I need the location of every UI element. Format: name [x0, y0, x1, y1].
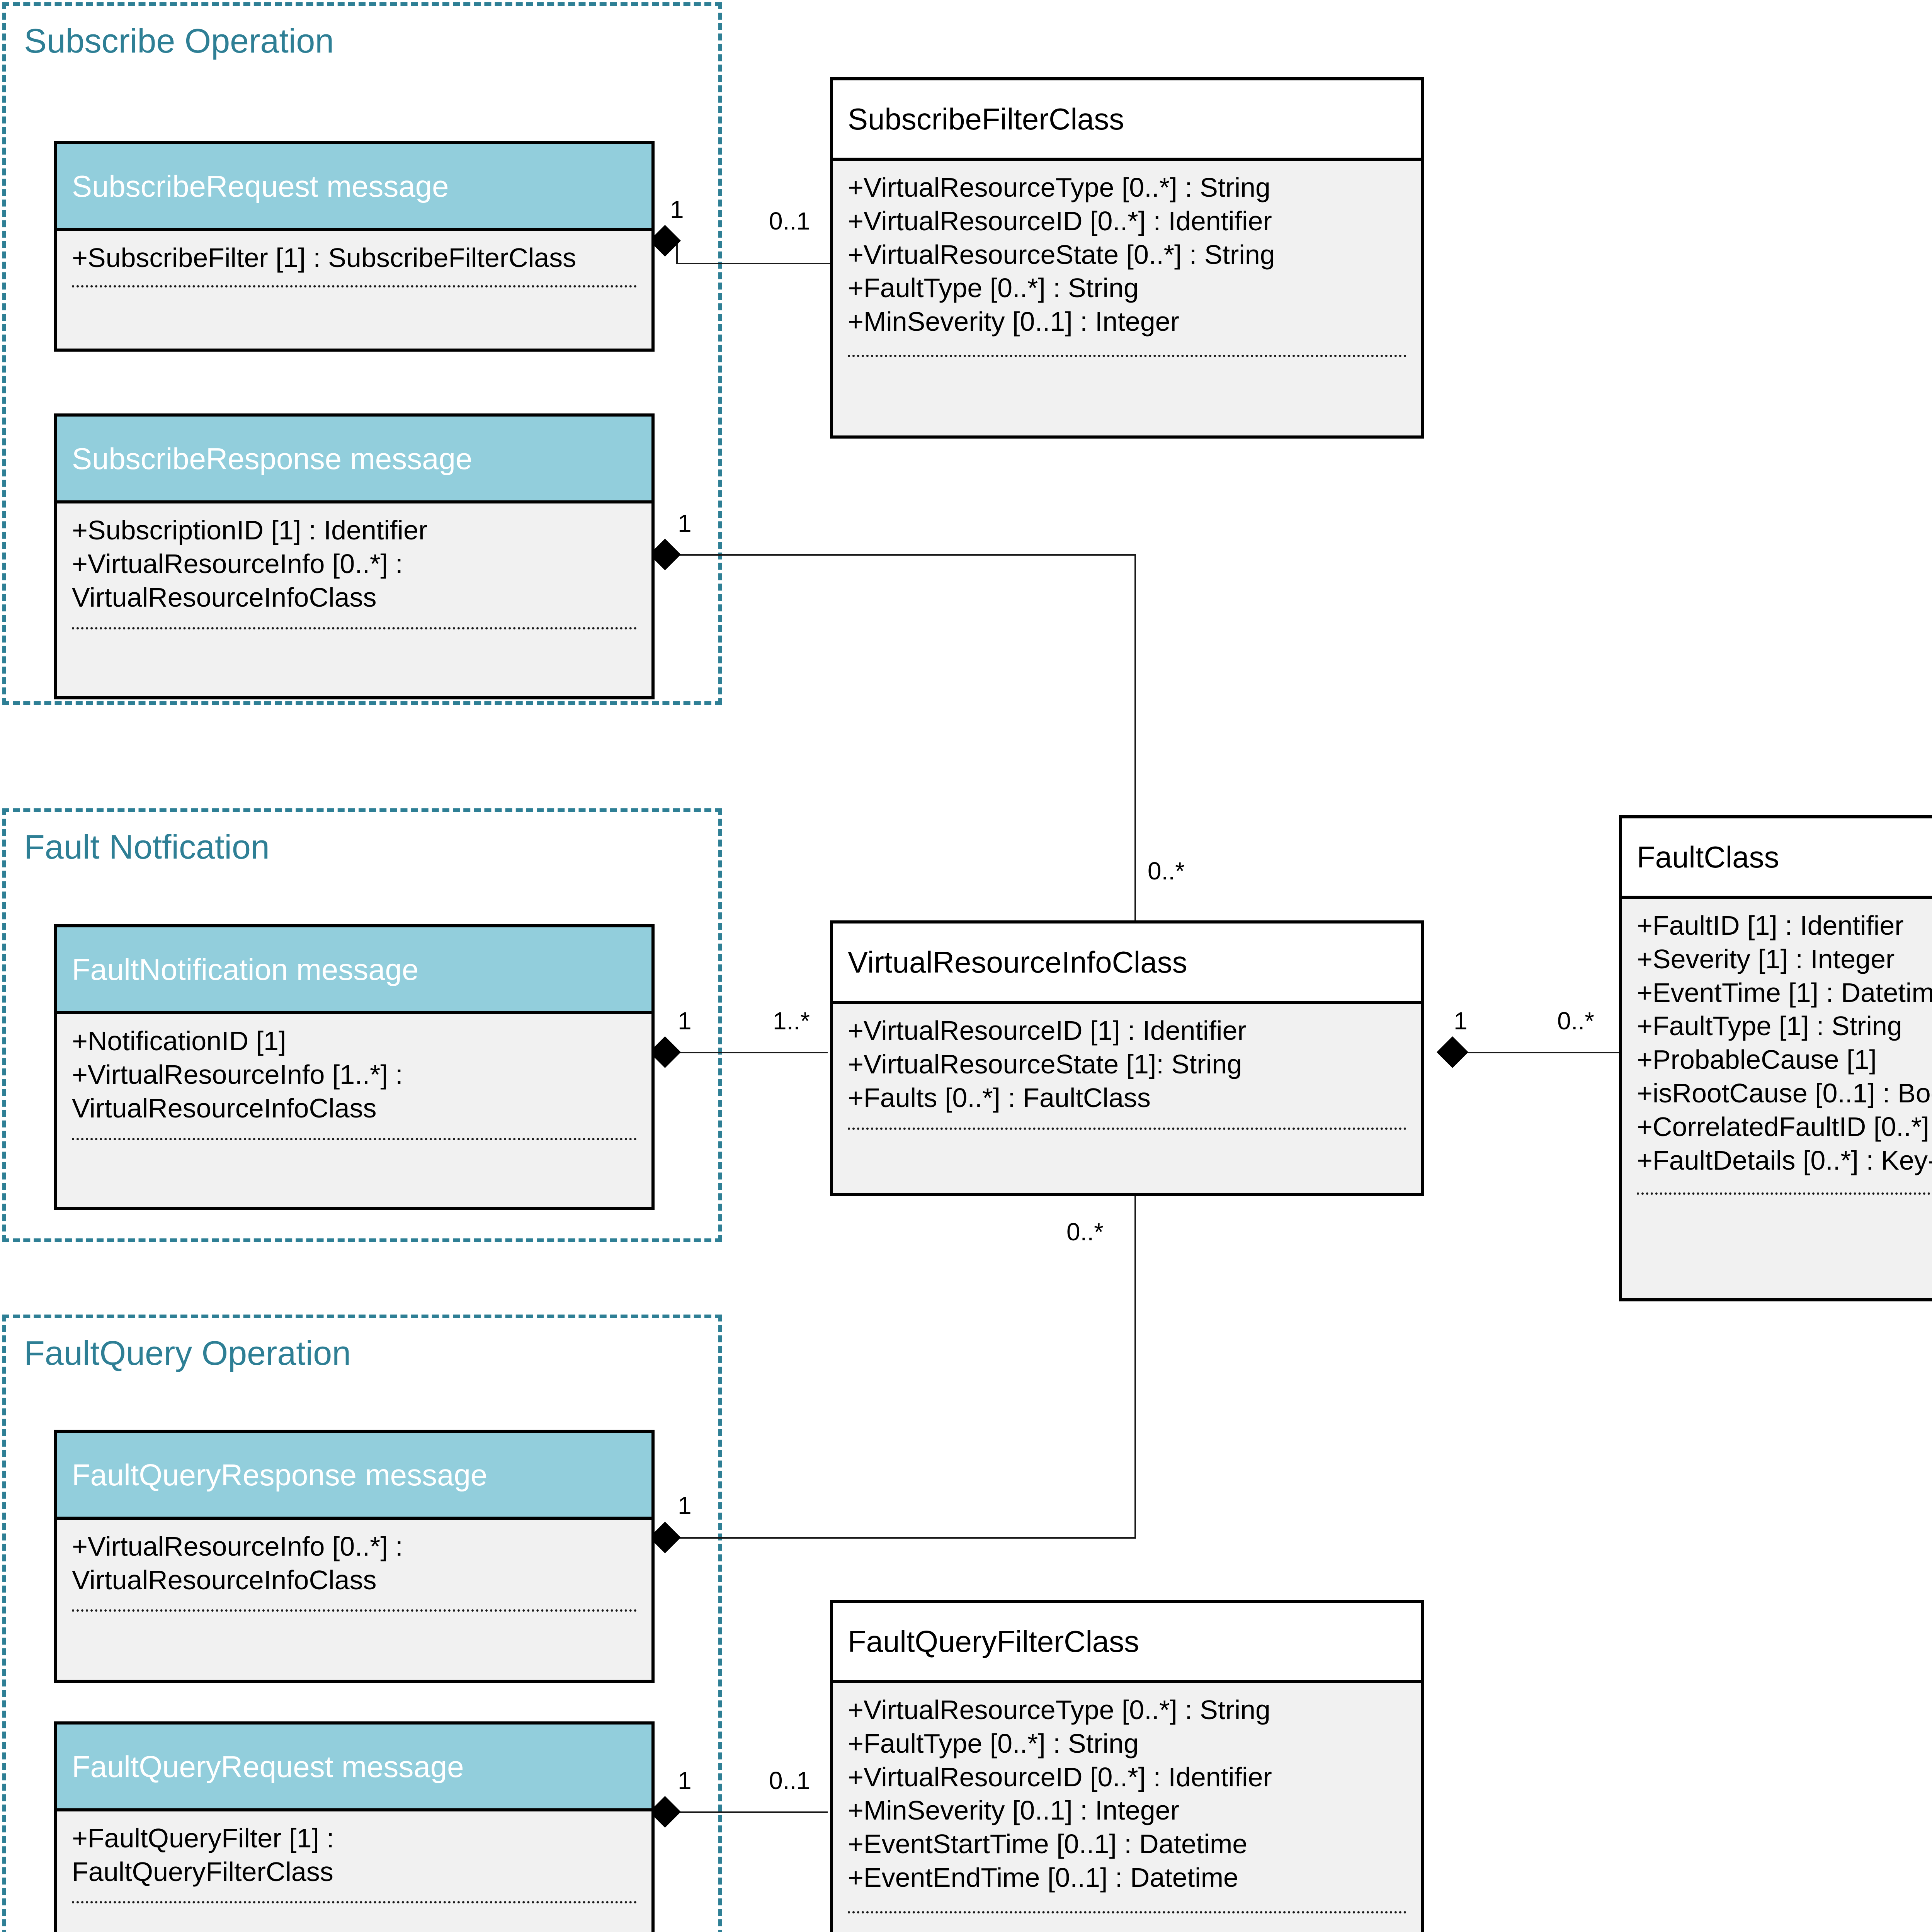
uml-box-virtual-resource-info-class[interactable]: VirtualResourceInfoClass +VirtualResourc… — [830, 920, 1424, 1196]
uml-title-subscribe-request: SubscribeRequest message — [57, 144, 651, 231]
group-frame-subscribe-operation — [2, 2, 722, 705]
group-title-fault-notification: Fault Notfication — [24, 828, 270, 866]
uml-attribute: +MinSeverity [0..1] : Integer — [848, 1795, 1179, 1826]
uml-attribute: +EventStartTime [0..1] : Datetime — [848, 1829, 1248, 1859]
uml-attribute: VirtualResourceInfoClass — [72, 1565, 377, 1595]
connector-subscribe-request-vertical — [676, 240, 678, 264]
uml-attribute: +VirtualResourceID [1] : Identifier — [848, 1015, 1247, 1046]
uml-title-virtual-resource-info-class: VirtualResourceInfoClass — [833, 923, 1421, 1004]
uml-title-fault-notification-message: FaultNotification message — [57, 927, 651, 1014]
uml-title-subscribe-response: SubscribeResponse message — [57, 417, 651, 503]
uml-box-fault-query-response[interactable]: FaultQueryResponse message +VirtualResou… — [54, 1430, 655, 1683]
multiplicity-virtual-resource-info-bottom: 0..* — [1066, 1218, 1104, 1246]
uml-body-fault-notification-message: +NotificationID [1] +VirtualResourceInfo… — [57, 1014, 651, 1207]
uml-attribute: +VirtualResourceState [1]: String — [848, 1049, 1242, 1079]
uml-attribute: +SubscriptionID [1] : Identifier — [72, 515, 428, 545]
uml-body-fault-query-filter-class: +VirtualResourceType [0..*] : String +Fa… — [833, 1683, 1421, 1932]
multiplicity-subscribe-response: 1 — [678, 509, 692, 537]
uml-attribute: +VirtualResourceState [0..*] : String — [848, 239, 1275, 270]
uml-attribute-separator — [1637, 1192, 1932, 1195]
uml-box-subscribe-response[interactable]: SubscribeResponse message +SubscriptionI… — [54, 413, 655, 699]
multiplicity-subscribe-request: 1 — [670, 196, 684, 223]
multiplicity-fault-query-filter: 0..1 — [769, 1767, 810, 1794]
uml-attribute: +VirtualResourceID [0..*] : Identifier — [848, 1762, 1272, 1792]
connector-fault-query-response-horizontal — [665, 1537, 1136, 1539]
uml-attribute: +CorrelatedFaultID [0..*] : Identifier — [1637, 1111, 1929, 1142]
connector-subscribe-request-horizontal — [676, 263, 831, 264]
uml-body-virtual-resource-info-class: +VirtualResourceID [1] : Identifier +Vir… — [833, 1004, 1421, 1193]
uml-title-fault-query-response: FaultQueryResponse message — [57, 1433, 651, 1520]
group-title-fault-query-operation: FaultQuery Operation — [24, 1334, 351, 1372]
uml-attribute: +Faults [0..*] : FaultClass — [848, 1082, 1151, 1113]
uml-body-fault-query-response: +VirtualResourceInfo [0..*] : VirtualRes… — [57, 1520, 651, 1680]
uml-attribute-separator — [848, 1128, 1406, 1130]
uml-attribute-separator — [72, 1138, 637, 1140]
connector-fault-notification-horizontal — [665, 1052, 828, 1053]
uml-attribute: +EventTime [1] : Datetime — [1637, 977, 1932, 1008]
multiplicity-fault-notification: 1 — [678, 1007, 692, 1035]
connector-subscribe-response-horizontal — [665, 554, 1136, 556]
uml-box-fault-class[interactable]: FaultClass +FaultID [1] : Identifier +Se… — [1619, 815, 1932, 1301]
uml-attribute-separator — [72, 1609, 637, 1612]
uml-attribute: +VirtualResourceInfo [0..*] : — [72, 1531, 403, 1561]
uml-title-fault-query-request: FaultQueryRequest message — [57, 1725, 651, 1811]
uml-attribute-separator — [72, 1901, 637, 1903]
uml-attribute: +FaultID [1] : Identifier — [1637, 910, 1904, 940]
connector-fault-class-horizontal — [1453, 1052, 1620, 1053]
uml-box-fault-notification-message[interactable]: FaultNotification message +NotificationI… — [54, 924, 655, 1210]
uml-attribute: +MinSeverity [0..1] : Integer — [848, 306, 1179, 337]
uml-attribute: +ProbableCause [1] — [1637, 1044, 1877, 1075]
multiplicity-virtual-resource-info-top: 0..* — [1148, 857, 1185, 885]
uml-attribute: +SubscribeFilter [1] : SubscribeFilterCl… — [72, 243, 577, 273]
uml-attribute: VirtualResourceInfoClass — [72, 582, 377, 612]
uml-title-subscribe-filter-class: SubscribeFilterClass — [833, 80, 1421, 161]
uml-body-subscribe-request: +SubscribeFilter [1] : SubscribeFilterCl… — [57, 231, 651, 349]
uml-attribute-separator — [848, 355, 1406, 357]
connector-fault-query-response-vertical — [1134, 1196, 1136, 1538]
uml-body-fault-class: +FaultID [1] : Identifier +Severity [1] … — [1622, 899, 1932, 1298]
multiplicity-fault-class: 0..* — [1557, 1007, 1595, 1035]
uml-attribute-separator — [72, 627, 637, 629]
uml-attribute: +VirtualResourceInfo [1..*] : — [72, 1059, 403, 1090]
multiplicity-fault-query-request: 1 — [678, 1767, 692, 1794]
uml-attribute: +isRootCause [0..1] : Boolean — [1637, 1078, 1932, 1108]
uml-attribute: VirtualResourceInfoClass — [72, 1093, 377, 1123]
group-frame-fault-notification — [2, 808, 722, 1242]
uml-title-fault-class: FaultClass — [1622, 818, 1932, 899]
uml-attribute-separator — [72, 285, 637, 287]
uml-body-subscribe-response: +SubscriptionID [1] : Identifier +Virtua… — [57, 503, 651, 696]
uml-body-subscribe-filter-class: +VirtualResourceType [0..*] : String +Vi… — [833, 161, 1421, 435]
uml-title-fault-query-filter-class: FaultQueryFilterClass — [833, 1603, 1421, 1683]
multiplicity-virtual-resource-info-right: 1 — [1454, 1007, 1468, 1035]
uml-attribute: +NotificationID [1] — [72, 1026, 286, 1056]
aggregation-diamond-virtual-resource-info — [1436, 1036, 1469, 1068]
uml-attribute: +FaultType [0..*] : String — [848, 273, 1139, 303]
uml-attribute: +VirtualResourceID [0..*] : Identifier — [848, 206, 1272, 236]
uml-attribute: +Severity [1] : Integer — [1637, 944, 1895, 974]
uml-box-fault-query-filter-class[interactable]: FaultQueryFilterClass +VirtualResourceTy… — [830, 1600, 1424, 1932]
uml-attribute: +FaultQueryFilter [1] : — [72, 1823, 334, 1853]
uml-attribute: +VirtualResourceInfo [0..*] : — [72, 548, 403, 579]
uml-attribute: FaultQueryFilterClass — [72, 1856, 333, 1887]
uml-attribute: +VirtualResourceType [0..*] : String — [848, 172, 1270, 202]
uml-attribute: +FaultDetails [0..*] : Key-Value pairs — [1637, 1145, 1932, 1175]
uml-box-fault-query-request[interactable]: FaultQueryRequest message +FaultQueryFil… — [54, 1721, 655, 1932]
uml-box-subscribe-filter-class[interactable]: SubscribeFilterClass +VirtualResourceTyp… — [830, 77, 1424, 439]
uml-attribute: +VirtualResourceType [0..*] : String — [848, 1695, 1270, 1725]
uml-attribute: +EventEndTime [0..1] : Datetime — [848, 1862, 1238, 1893]
group-title-subscribe-operation: Subscribe Operation — [24, 22, 334, 60]
multiplicity-subscribe-filter: 0..1 — [769, 207, 810, 235]
multiplicity-virtual-resource-info-left: 1..* — [773, 1007, 810, 1035]
uml-attribute: +FaultType [1] : String — [1637, 1011, 1902, 1041]
connector-fault-query-request-horizontal — [665, 1811, 828, 1813]
uml-attribute: +FaultType [0..*] : String — [848, 1728, 1139, 1759]
multiplicity-fault-query-response: 1 — [678, 1492, 692, 1519]
uml-body-fault-query-request: +FaultQueryFilter [1] : FaultQueryFilter… — [57, 1811, 651, 1932]
uml-attribute-separator — [848, 1911, 1406, 1913]
connector-subscribe-response-vertical — [1134, 554, 1136, 921]
uml-box-subscribe-request[interactable]: SubscribeRequest message +SubscribeFilte… — [54, 141, 655, 352]
group-frame-fault-query-operation — [2, 1315, 722, 1932]
